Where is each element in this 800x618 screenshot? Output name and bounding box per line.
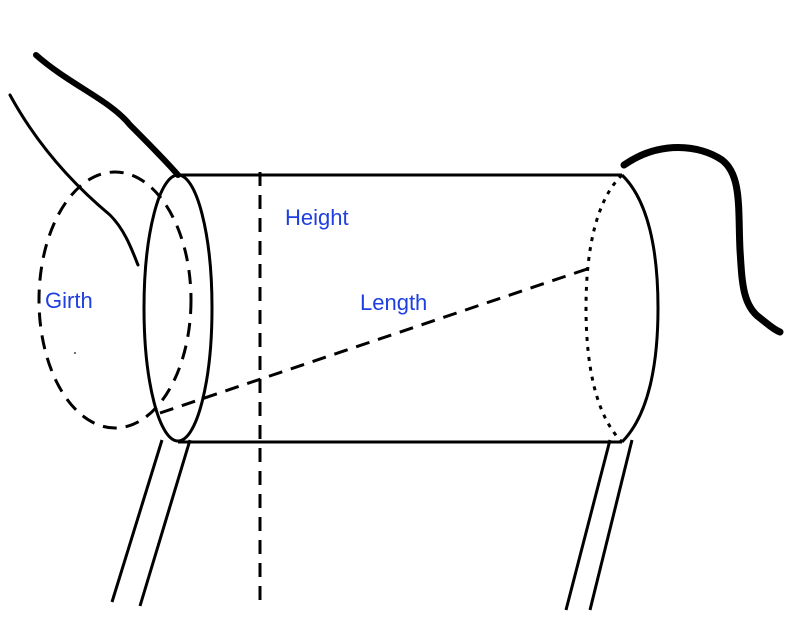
body-rear-end-visible bbox=[620, 173, 660, 444]
front-leg-back-line bbox=[110, 439, 164, 603]
neck-lower-line bbox=[8, 93, 140, 267]
tail bbox=[620, 144, 784, 336]
length-measure-line bbox=[159, 266, 591, 415]
neck bbox=[8, 52, 181, 267]
front-legs bbox=[110, 439, 192, 607]
girth-outline-dashed bbox=[37, 170, 193, 430]
body-cylinder bbox=[142, 173, 660, 444]
length-label: Length bbox=[360, 290, 427, 315]
rear-legs bbox=[564, 439, 634, 611]
body-rear-end-hidden bbox=[584, 173, 624, 444]
rear-leg-front-line bbox=[588, 439, 634, 611]
stray-dot bbox=[74, 352, 76, 354]
girth-label: Girth bbox=[45, 288, 93, 313]
body-front-end bbox=[142, 173, 214, 443]
height-label: Height bbox=[285, 205, 349, 230]
front-leg-front-line bbox=[138, 439, 192, 607]
neck-upper-line bbox=[33, 52, 181, 178]
rear-leg-back-line bbox=[564, 439, 612, 611]
